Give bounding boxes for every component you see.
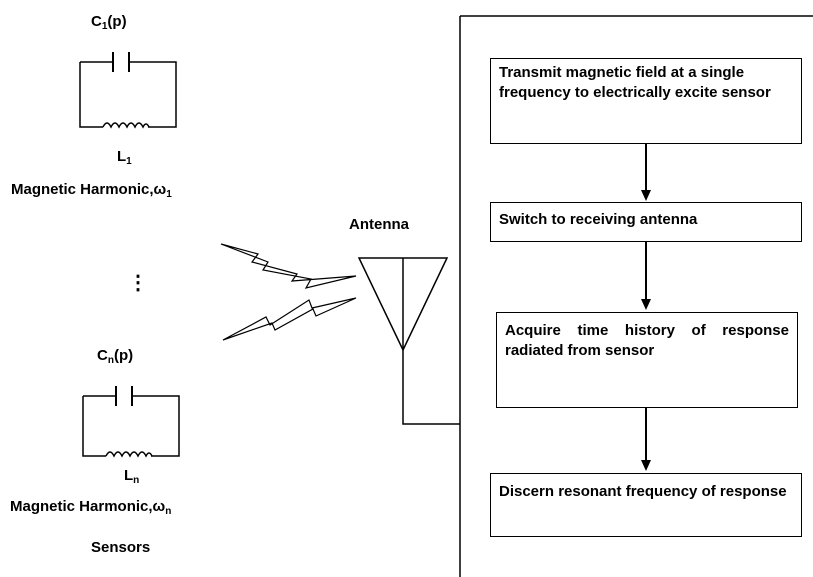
sensor-1-inductor-subscript: 1 [126, 156, 132, 167]
sensor-1-capacitor-subscript: 1 [101, 21, 108, 32]
flow-step-switch: Switch to receiving antenna [490, 202, 802, 242]
signal-bolt-1 [220, 243, 357, 289]
sensor-n-harmonic-label: Magnetic Harmonic,ωn [10, 498, 172, 517]
flow-step-switch-text: Switch to receiving antenna [499, 211, 698, 228]
sensors-caption: Sensors [91, 539, 151, 556]
sensor-1-harmonic-label: Magnetic Harmonic,ω1 [11, 181, 172, 200]
sensor-n-harmonic-subscript: n [165, 506, 172, 517]
sensor-1-harmonic-subscript: 1 [166, 189, 172, 200]
signal-bolts [220, 243, 357, 341]
flow-step-discern: Discern resonant frequency of response [490, 473, 802, 537]
sensor-1-inductor-label: L1 [117, 148, 132, 167]
flow-arrows [641, 144, 651, 471]
sensor-n-circuit [82, 386, 180, 458]
sensor-n-inductor-label: Ln [124, 467, 140, 486]
sensor-n-inductor-subscript: n [133, 475, 140, 486]
omega-symbol: ω [153, 181, 167, 198]
flow-step-transmit: Transmit magnetic field at a single freq… [490, 58, 802, 144]
omega-symbol: ω [152, 498, 166, 515]
sensor-1-circuit [79, 52, 177, 129]
flow-step-acquire-text: Acquire time history of response radiate… [505, 322, 789, 359]
antenna-label: Antenna [349, 216, 409, 233]
sensor-n-capacitor-label: Cn(p) [97, 347, 134, 366]
sensor-ellipsis: ⋮ [128, 272, 148, 294]
flow-step-transmit-text: Transmit magnetic field at a single freq… [499, 64, 771, 101]
sensor-n-capacitor-subscript: n [107, 355, 114, 366]
flow-step-discern-text: Discern resonant frequency of response [499, 483, 787, 500]
signal-bolt-2 [222, 297, 357, 341]
sensor-1-capacitor-label: C1(p) [91, 13, 127, 32]
flow-step-acquire: Acquire time history of response radiate… [496, 312, 798, 408]
antenna-symbol [357, 257, 460, 425]
divider-frame [459, 15, 813, 577]
